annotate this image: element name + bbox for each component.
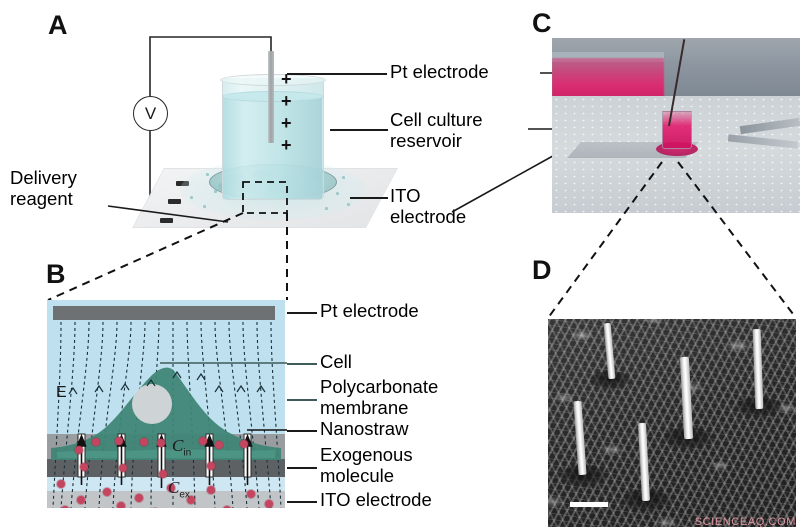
leader-reservoir — [330, 129, 388, 131]
label-pt-electrode-a: Pt electrode — [390, 61, 489, 82]
panel-c-photograph — [552, 38, 800, 213]
nanostraw-base-shadow — [560, 465, 606, 487]
exogenous-molecule — [157, 439, 165, 447]
scale-bar — [570, 502, 608, 507]
exogenous-molecule — [119, 464, 127, 472]
panel-d: D SCIENCEAQ.COM — [530, 255, 800, 530]
reagent-droplet-icon — [342, 176, 345, 179]
panel-d-letter: D — [532, 255, 552, 285]
panel-b-letter: B — [46, 259, 66, 289]
reagent-droplet-icon — [206, 173, 209, 176]
voltmeter: V — [133, 96, 168, 131]
label-cell: Cell — [320, 351, 352, 372]
reagent-droplet-icon — [336, 192, 339, 195]
exogenous-molecule — [247, 490, 255, 498]
reagent-droplet-icon — [203, 205, 206, 208]
exogenous-molecule — [135, 494, 143, 502]
exogenous-molecule — [215, 441, 223, 449]
panel-b-diagram: E — [47, 300, 285, 508]
panel-c-letter: C — [532, 8, 552, 38]
reagent-droplet-icon — [190, 196, 193, 199]
exogenous-molecule — [187, 496, 195, 504]
culture-well-photo — [662, 111, 692, 149]
exogenous-molecule — [223, 506, 231, 508]
exogenous-molecule — [57, 480, 65, 488]
leader-pt-electrode — [287, 73, 387, 75]
concentration-outside-label: Cex — [168, 478, 190, 500]
exogenous-molecule — [167, 484, 175, 492]
exogenous-molecule — [207, 486, 215, 494]
exogenous-molecule — [207, 462, 215, 470]
exogenous-molecule — [265, 500, 273, 508]
label-exogenous-molecule: Exogenous molecule — [320, 444, 413, 486]
reagent-droplet-icon — [325, 207, 328, 210]
pt-electrode-rod — [268, 51, 274, 143]
label-nanostraw: Nanostraw — [320, 418, 409, 439]
c-in-subscript: in — [183, 447, 192, 459]
exogenous-molecule — [159, 470, 167, 478]
exogenous-molecule — [115, 437, 123, 445]
label-ito-electrode-a: ITO electrode — [390, 185, 467, 227]
reagent-droplet-icon — [347, 203, 350, 206]
positive-charge-icon: + — [281, 135, 292, 155]
leader-ito — [350, 197, 388, 199]
label-delivery-reagent: Delivery reagent — [10, 167, 77, 209]
panel-a-letter: A — [48, 10, 68, 40]
nanostraw-base-shadow — [590, 371, 630, 389]
exogenous-molecule — [199, 437, 207, 445]
leader-b-molecule — [287, 467, 317, 469]
c-in-symbol: C — [172, 436, 184, 455]
label-cell-culture-reservoir: Cell culture reservoir — [390, 109, 483, 151]
watermark: SCIENCEAQ.COM — [694, 516, 796, 528]
leader-b-pt-electrode — [287, 312, 317, 314]
exogenous-molecule — [61, 506, 69, 508]
exogenous-molecule — [240, 440, 248, 448]
cell-nucleus — [132, 384, 172, 424]
leader-b-nanostraw — [287, 430, 317, 432]
exogenous-molecule — [140, 438, 148, 446]
panel-a: A — [0, 0, 530, 258]
culture-flask-lid — [552, 52, 664, 62]
concentration-inside-label: Cin — [172, 436, 191, 458]
leader-b-membrane — [287, 399, 317, 401]
pt-electrode-bar — [53, 306, 275, 320]
panel-b-vector-art — [51, 321, 282, 508]
cell-footprint — [57, 449, 275, 458]
exogenous-molecule — [92, 438, 100, 446]
c-ex-symbol: C — [168, 478, 180, 497]
leader-b-ito — [287, 501, 317, 503]
c-ex-subscript: ex — [179, 489, 190, 501]
positive-charge-icon: + — [281, 113, 292, 133]
panel-b: B — [0, 258, 530, 530]
exogenous-molecule — [75, 446, 83, 454]
nanostraw-layer — [47, 459, 285, 477]
negative-charge-icon — [160, 218, 173, 223]
exogenous-molecule — [117, 502, 125, 508]
positive-charge-icon: + — [281, 91, 292, 111]
leader-b-cell — [287, 363, 317, 365]
negative-charge-icon — [168, 199, 181, 204]
label-ito-electrode-b: ITO electrode — [320, 489, 432, 510]
reagent-droplet-icon — [214, 190, 217, 193]
positive-charge-icon: + — [281, 69, 292, 89]
label-pt-electrode-b: Pt electrode — [320, 300, 419, 321]
exogenous-molecule — [103, 488, 111, 496]
exogenous-molecule — [77, 496, 85, 504]
panel-c: C — [530, 0, 800, 255]
label-polycarbonate-membrane: Polycarbonate membrane — [320, 376, 439, 418]
panel-d-sem-image — [548, 319, 796, 527]
exogenous-molecule — [80, 463, 88, 471]
electric-field-label: E — [56, 384, 67, 401]
